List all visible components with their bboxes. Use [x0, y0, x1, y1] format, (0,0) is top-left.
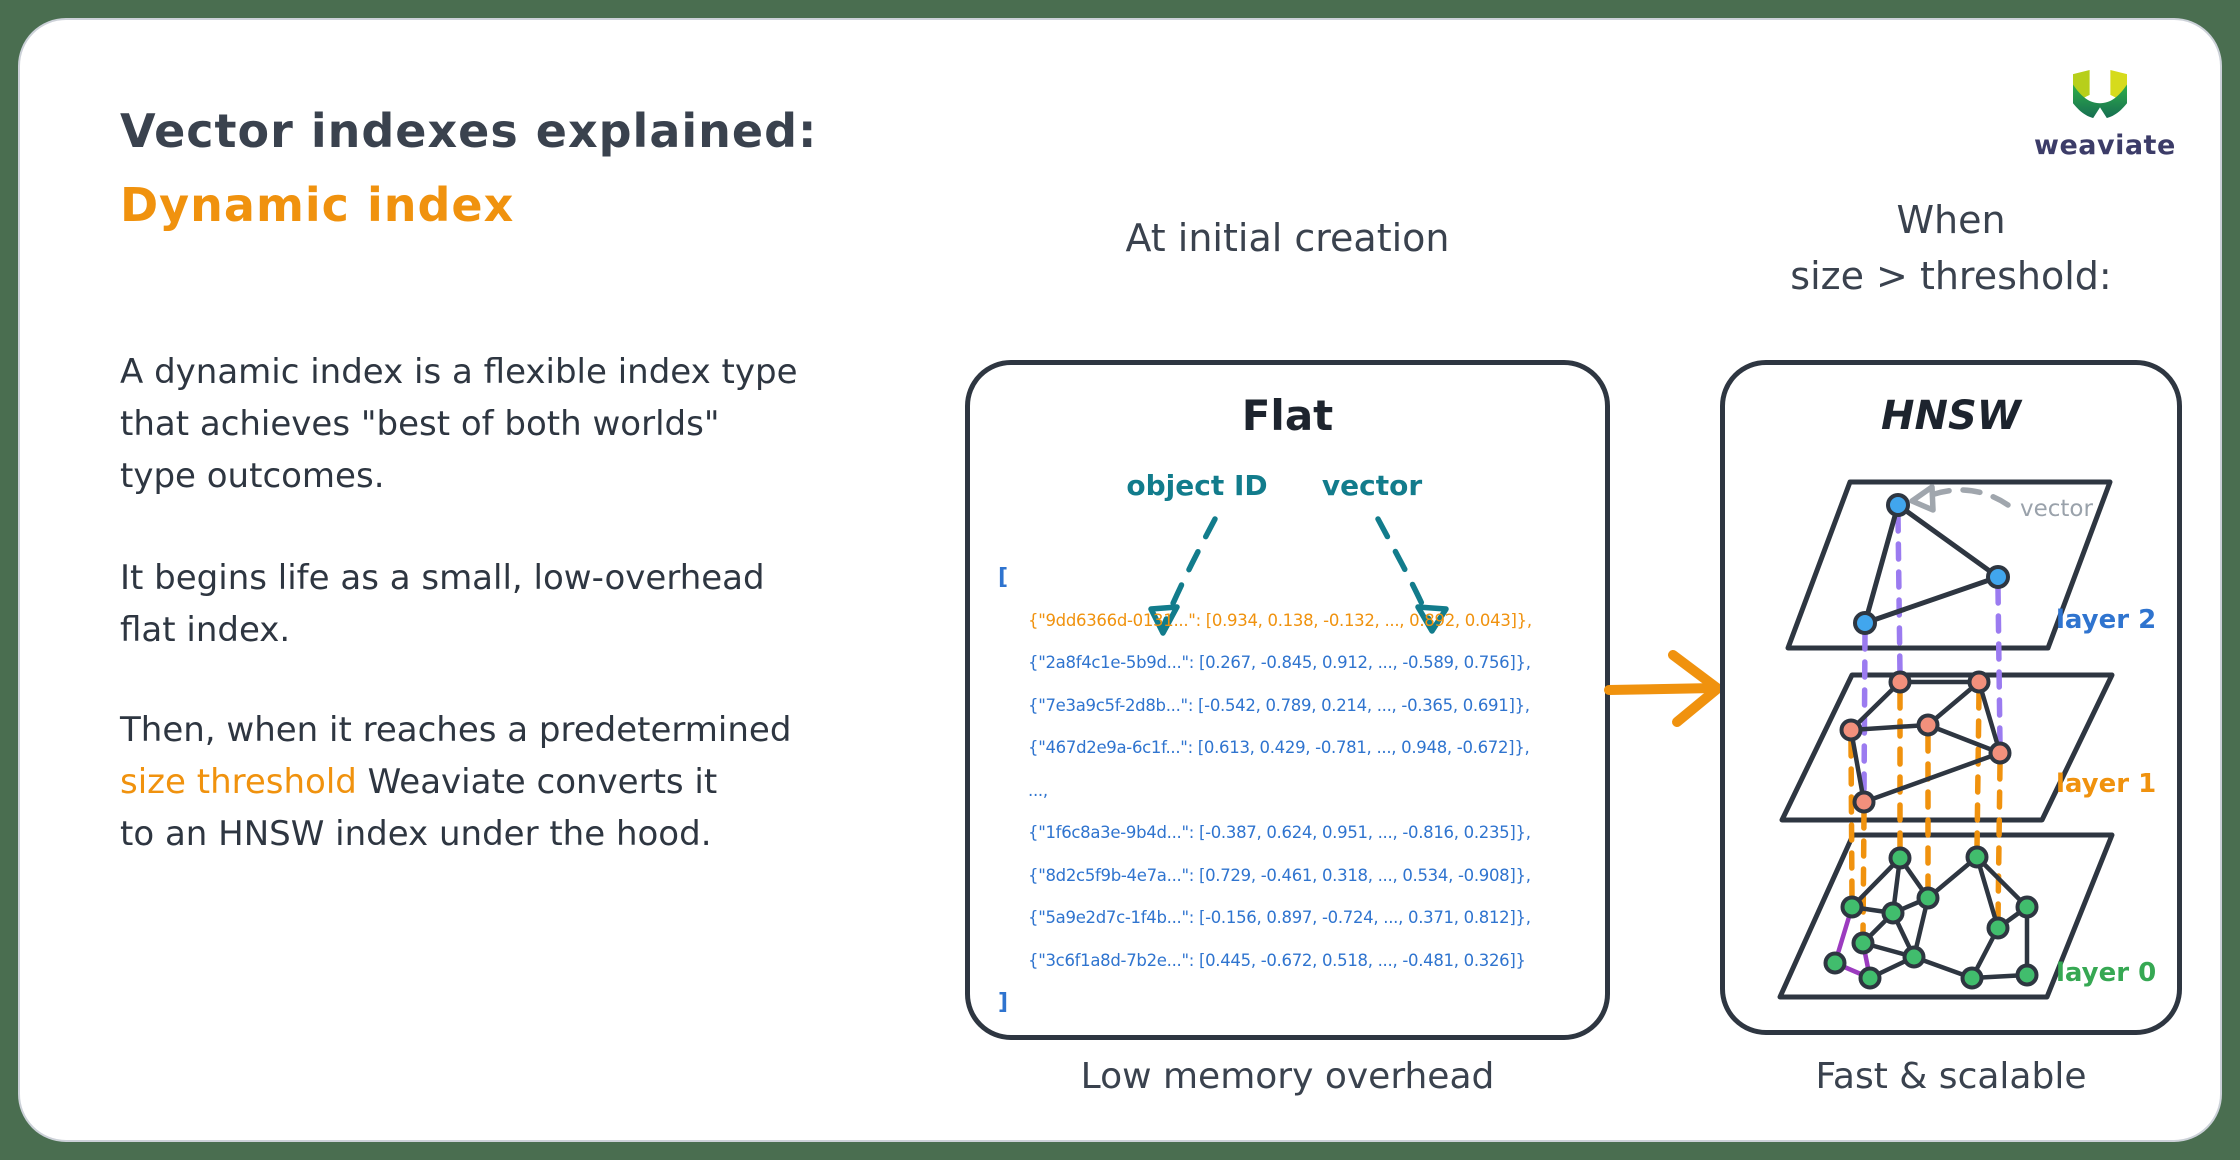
hnsw-box-title: HNSW — [1881, 393, 2021, 439]
layer-0-nodes — [1823, 845, 2039, 990]
flat-panel-header: At initial creation — [1125, 216, 1450, 260]
layer-2-edges — [1862, 502, 2001, 626]
vector-record-row: ..., — [1028, 780, 1048, 800]
conversion-arrow-icon — [1604, 650, 1722, 727]
layer-1-graph: layer 1 — [1839, 670, 2156, 814]
vector-pointer-icon — [1909, 484, 2011, 513]
annotation-arrows — [1148, 516, 1449, 636]
vector-arrow-icon — [1375, 516, 1434, 628]
hnsw-vector-label: vector — [2020, 496, 2093, 522]
layer-1-label: layer 1 — [2056, 769, 2156, 799]
vector-arrowhead-icon — [1415, 604, 1449, 634]
object-id-label: object ID — [1126, 469, 1268, 502]
vector-record-row: {"2a8f4c1e-5b9d...": [0.267, -0.845, 0.9… — [1028, 653, 1531, 672]
p1-line3: type outcomes. — [120, 456, 385, 496]
p3-line2-rest: Weaviate converts it — [356, 762, 718, 802]
vector-record-row: {"5a9e2d7c-1f4b...": [-0.156, 0.897, -0.… — [1028, 908, 1531, 927]
p1-line1: A dynamic index is a flexible index type — [120, 352, 798, 392]
slide-card: Vector indexes explained: Dynamic index … — [18, 18, 2222, 1142]
page-title: Vector indexes explained: Dynamic index — [120, 104, 817, 232]
vector-record-row: {"467d2e9a-6c1f...": [0.613, 0.429, -0.7… — [1028, 738, 1530, 757]
layer-2-nodes — [1853, 493, 2010, 635]
vector-record-row: {"1f6c8a3e-9b4d...": [-0.387, 0.624, 0.9… — [1028, 823, 1531, 842]
p3-line1: Then, when it reaches a predetermined — [120, 710, 792, 750]
hnsw-header-line1: When — [1896, 198, 2006, 242]
layer-0-graph: layer 0 — [1823, 845, 2156, 990]
vector-record-row: {"9dd6366d-0131...": [0.934, 0.138, -0.1… — [1028, 610, 1532, 630]
vector-label: vector — [1321, 469, 1423, 502]
p1-line2: that achieves "best of both worlds" — [120, 404, 720, 444]
weaviate-wordmark: weaviate — [2034, 130, 2176, 161]
intro-paragraph-1: A dynamic index is a flexible index type… — [120, 346, 950, 502]
layer-0-label: layer 0 — [2056, 958, 2156, 988]
object-id-arrowhead-icon — [1148, 604, 1180, 636]
layer-planes — [1777, 479, 2115, 1000]
p3-line3: to an HNSW index under the hood. — [120, 814, 712, 854]
hnsw-layers-diagram: vector layer 2 — [1777, 479, 2156, 1000]
vector-records-list: [ {"9dd6366d-0131...": [0.934, 0.138, -0… — [998, 557, 1598, 1025]
orange-dashed-connectors — [1848, 690, 2003, 937]
layer-2-graph: vector layer 2 — [1853, 484, 2156, 635]
hnsw-header-line2: size > threshold: — [1790, 254, 2112, 298]
flat-box-title: Flat — [1241, 391, 1334, 440]
close-bracket: ] — [998, 990, 1008, 1015]
vector-record-row: {"7e3a9c5f-2d8b...": [-0.542, 0.789, 0.2… — [1028, 695, 1530, 715]
intro-paragraph-2: It begins life as a small, low-overhead … — [120, 552, 950, 656]
title-line-1: Vector indexes explained: — [120, 104, 818, 158]
p2-line2: flat index. — [120, 610, 291, 650]
hnsw-caption: Fast & scalable — [1815, 1056, 2087, 1097]
weaviate-w-icon — [2073, 70, 2127, 122]
title-line-2: Dynamic index — [120, 178, 515, 232]
vector-record-row: {"3c6f1a8d-7b2e...": [0.445, -0.672, 0.5… — [1028, 950, 1526, 970]
vector-record-row: {"8d2c5f9b-4e7a...": [0.729, -0.461, 0.3… — [1028, 865, 1531, 885]
flat-index-box: Flat object ID vector [ {"9dd6366d-0131.… — [965, 360, 1610, 1040]
purple-dashed-connectors — [1861, 513, 2003, 797]
flat-caption: Low memory overhead — [1080, 1056, 1495, 1097]
layer-2-label: layer 2 — [2056, 605, 2156, 635]
size-threshold-highlight: size threshold — [120, 762, 357, 802]
intro-paragraph-3: Then, when it reaches a predetermined si… — [120, 704, 950, 860]
layer-1-nodes — [1839, 670, 2012, 814]
hnsw-panel-header: When size > threshold: — [1720, 192, 2182, 304]
open-bracket: [ — [998, 565, 1008, 590]
object-id-arrow-icon — [1161, 516, 1218, 628]
p2-line1: It begins life as a small, low-overhead — [120, 558, 765, 598]
hnsw-index-box: HNSW — [1720, 360, 2182, 1035]
weaviate-logo: weaviate — [2034, 70, 2176, 161]
